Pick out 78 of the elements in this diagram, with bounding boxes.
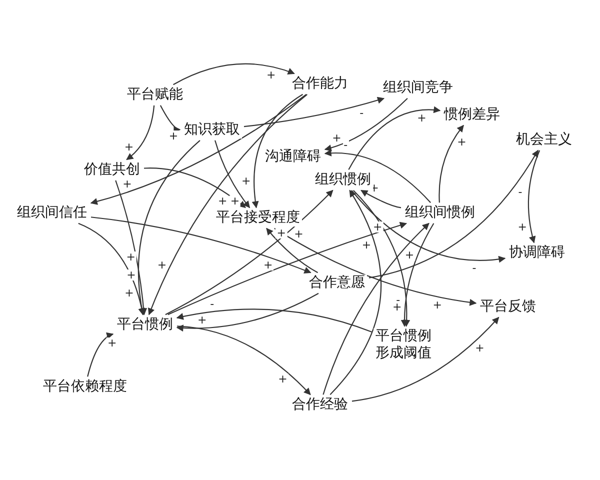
variable-label: 沟通障碍 bbox=[263, 148, 323, 166]
polarity-sign: + bbox=[156, 259, 168, 270]
causal-arrow bbox=[322, 222, 430, 395]
causal-arrow bbox=[87, 333, 114, 377]
variable-label: 组织间信任 bbox=[15, 204, 89, 222]
variable-label: 平台接受程度 bbox=[214, 210, 302, 226]
polarity-sign: + bbox=[168, 130, 180, 142]
polarity-sign: + bbox=[240, 175, 252, 186]
polarity-sign: + bbox=[360, 239, 372, 250]
polarity-sign: + bbox=[416, 112, 428, 124]
causal-arrow bbox=[148, 94, 308, 316]
causal-arrow bbox=[274, 228, 477, 306]
variable-label: 合作经验 bbox=[290, 396, 350, 414]
polarity-sign: + bbox=[229, 196, 241, 207]
polarity-sign: + bbox=[456, 136, 468, 148]
polarity-sign: + bbox=[516, 221, 528, 232]
variable-label: 惯例差异 bbox=[442, 106, 502, 124]
variable-label: 知识获取 bbox=[182, 122, 242, 138]
polarity-sign: + bbox=[216, 195, 228, 206]
variable-label: 组织间竞争 bbox=[381, 80, 455, 96]
polarity-sign: + bbox=[126, 269, 137, 280]
variable-label: 组织惯例 bbox=[313, 172, 373, 188]
causal-arrow bbox=[368, 150, 538, 278]
causal-arrow bbox=[214, 140, 250, 208]
causal-arrow bbox=[168, 222, 407, 316]
variable-label: 价值共创 bbox=[82, 162, 142, 178]
polarity-sign: + bbox=[372, 221, 384, 232]
causal-arrow bbox=[266, 228, 318, 274]
causal-arrow bbox=[138, 140, 200, 316]
variable-label: 平台依赖程度 bbox=[41, 378, 129, 396]
causal-arrow bbox=[126, 105, 155, 160]
polarity-sign: + bbox=[124, 288, 135, 299]
polarity-sign: + bbox=[125, 252, 136, 263]
causal-arrow bbox=[176, 292, 319, 332]
causal-arrow bbox=[324, 150, 431, 203]
causal-arrow bbox=[330, 190, 382, 395]
polarity-sign: + bbox=[391, 301, 403, 312]
variable-label: 组织间惯例 bbox=[403, 204, 477, 222]
polarity-sign: + bbox=[196, 314, 208, 326]
polarity-sign: + bbox=[265, 69, 277, 80]
causal-arrow bbox=[165, 190, 334, 316]
polarity-sign: + bbox=[123, 142, 135, 153]
polarity-sign: + bbox=[432, 299, 444, 310]
variable-label: 协调障碍 bbox=[507, 244, 567, 262]
variable-label: 机会主义 bbox=[514, 132, 574, 148]
causal-arrow bbox=[252, 94, 304, 208]
variable-label: 平台反馈 bbox=[478, 298, 538, 316]
polarity-sign: + bbox=[276, 228, 287, 239]
polarity-sign: + bbox=[262, 260, 274, 271]
polarity-sign: + bbox=[474, 342, 486, 354]
causal-arrow bbox=[360, 190, 402, 208]
causal-arrow bbox=[78, 222, 146, 316]
causal-arrow bbox=[244, 96, 385, 128]
polarity-sign: + bbox=[106, 338, 118, 349]
causal-arrow bbox=[90, 216, 312, 274]
causal-arrow bbox=[324, 98, 408, 152]
variable-label: 平台赋能 bbox=[125, 86, 185, 104]
causal-arrow bbox=[351, 190, 506, 263]
causal-arrow bbox=[352, 316, 500, 402]
causal-arrow bbox=[348, 106, 441, 170]
causal-arrow bbox=[176, 308, 372, 332]
causal-arrow bbox=[353, 190, 410, 327]
variable-label: 合作意愿 bbox=[307, 274, 367, 292]
causal-arrow bbox=[401, 223, 434, 327]
causal-arrow bbox=[115, 180, 147, 316]
polarity-sign: + bbox=[122, 178, 133, 190]
polarity-sign: + bbox=[277, 373, 288, 384]
causal-arrow bbox=[144, 168, 246, 208]
causal-arrow bbox=[160, 105, 181, 132]
causal-arrow bbox=[90, 94, 307, 205]
causal-arrow bbox=[528, 150, 540, 244]
polarity-sign: + bbox=[331, 132, 342, 144]
causal-arrow bbox=[173, 63, 295, 86]
causal-arrow bbox=[176, 326, 311, 396]
polarity-sign: + bbox=[293, 228, 304, 240]
polarity-sign: + bbox=[404, 249, 416, 260]
variable-label: 平台惯例 bbox=[115, 316, 175, 334]
causal-arrow bbox=[438, 124, 464, 203]
